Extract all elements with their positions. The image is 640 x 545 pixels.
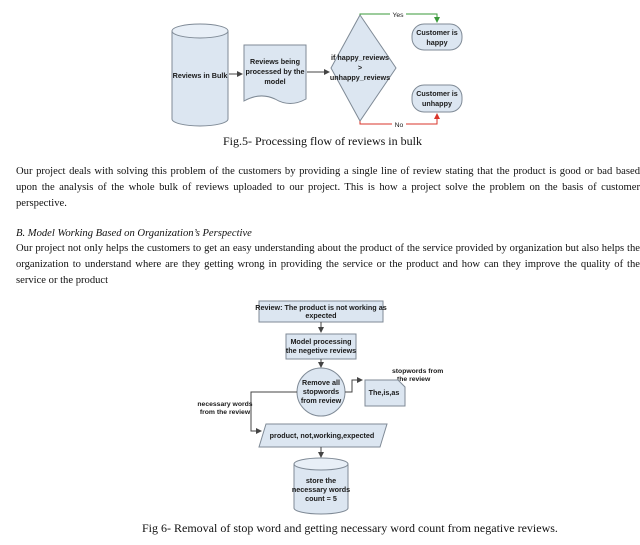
svg-text:Reviews being: Reviews being: [250, 57, 300, 66]
review-box: Review: The product is not working as ex…: [255, 300, 387, 323]
svg-text:Customer is: Customer is: [416, 28, 458, 37]
svg-text:stopwords: stopwords: [303, 387, 339, 396]
necessary-words-box: product, not,working,expected: [258, 423, 388, 448]
processing-box: Reviews being processed by the model: [243, 44, 307, 104]
reviews-bulk-label: Reviews in Bulk: [173, 71, 228, 80]
svg-text:the negetive reviews: the negetive reviews: [286, 346, 356, 355]
remove-stopwords-circle: Remove all stopwords from review: [296, 367, 346, 417]
customer-unhappy-box: Customer is unhappy: [411, 84, 463, 113]
no-connector: No: [359, 113, 440, 129]
svg-text:Remove all: Remove all: [302, 378, 340, 387]
svg-text:>: >: [358, 63, 362, 72]
svg-text:model: model: [264, 77, 285, 86]
store-count-cylinder: store the necessary words count = 5: [292, 457, 350, 515]
section-heading: B. Model Working Based on Organization’s…: [16, 228, 252, 239]
svg-text:the review: the review: [397, 376, 431, 383]
svg-text:Customer is: Customer is: [416, 89, 458, 98]
figure-6-caption: Fig 6- Removal of stop word and getting …: [142, 521, 558, 535]
paragraph-customer-perspective: Our project deals with solving this prob…: [16, 166, 640, 209]
svg-text:unhappy: unhappy: [422, 99, 452, 108]
svg-text:from review: from review: [301, 396, 342, 405]
paragraph-organization-perspective: Our project not only helps the customers…: [16, 243, 640, 286]
no-label: No: [395, 122, 404, 129]
figure-6-diagram: Review: The product is not working as ex…: [197, 300, 443, 515]
stopwords-box: The,is,as: [364, 379, 406, 407]
svg-text:product, not,working,expected: product, not,working,expected: [270, 431, 375, 440]
svg-text:The,is,as: The,is,as: [369, 388, 400, 397]
svg-text:expected: expected: [305, 311, 336, 320]
customer-happy-box: Customer is happy: [411, 23, 463, 51]
yes-label: Yes: [392, 12, 404, 19]
svg-text:from the review: from the review: [200, 409, 251, 416]
svg-text:Model processing: Model processing: [290, 337, 351, 346]
svg-text:happy: happy: [426, 38, 447, 47]
svg-text:if happy_reviews: if happy_reviews: [331, 53, 389, 62]
svg-text:count = 5: count = 5: [305, 494, 337, 503]
svg-text:necessary words: necessary words: [292, 485, 350, 494]
necessary-words-label: necessary words: [197, 401, 252, 408]
figure-5-caption: Fig.5- Processing flow of reviews in bul…: [223, 134, 422, 148]
yes-connector: Yes: [359, 9, 440, 23]
reviews-bulk-cylinder: Reviews in Bulk: [171, 23, 229, 127]
stopwords-from-label: stopwords from: [392, 368, 443, 375]
svg-text:store the: store the: [306, 476, 336, 485]
svg-text:unhappy_reviews: unhappy_reviews: [330, 73, 390, 82]
svg-text:Review: The product is not wor: Review: The product is not working as: [255, 303, 386, 312]
svg-text:processed by the: processed by the: [245, 67, 304, 76]
model-processing-box: Model processing the negetive reviews: [285, 333, 357, 360]
decision-diamond: if happy_reviews > unhappy_reviews: [330, 14, 397, 122]
